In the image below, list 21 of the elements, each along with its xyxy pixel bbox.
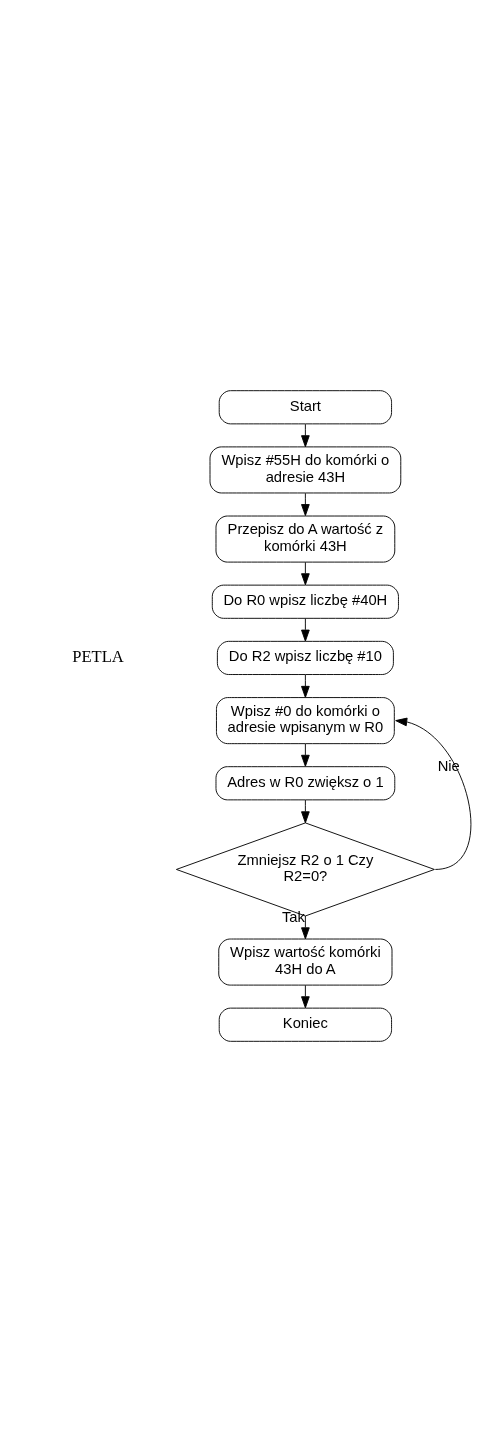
- label: PETLA: [72, 647, 124, 666]
- arrow: [301, 423, 310, 448]
- node-box: Adres w R0 zwiększ o 1: [215, 766, 396, 801]
- arrow: [395, 717, 472, 870]
- node-box: Do R0 wpisz liczbę #40H: [211, 584, 399, 619]
- node-box: Wpisz #55H do komórki o adresie 43H: [209, 446, 402, 494]
- node-box: Wpisz #0 do komórki o adresie wpisanym w R0: [216, 697, 395, 745]
- node-box: Do R2 wpisz liczbę #10: [216, 640, 394, 675]
- node-box: Przepisz do A wartość z komórki 43H: [215, 515, 396, 563]
- node-box: Start: [218, 390, 392, 425]
- edge-label: Nie: [437, 758, 460, 775]
- arrow: [301, 743, 310, 767]
- arrow: [301, 799, 310, 824]
- arrow: [301, 492, 310, 517]
- node-box: Koniec: [218, 1007, 392, 1042]
- node-box: Wpisz wartość komórki 43H do A: [218, 938, 393, 986]
- arrow: [301, 617, 310, 642]
- arrow: [301, 674, 310, 698]
- arrow: [301, 984, 310, 1009]
- arrow: [301, 915, 310, 940]
- arrow: [301, 561, 310, 586]
